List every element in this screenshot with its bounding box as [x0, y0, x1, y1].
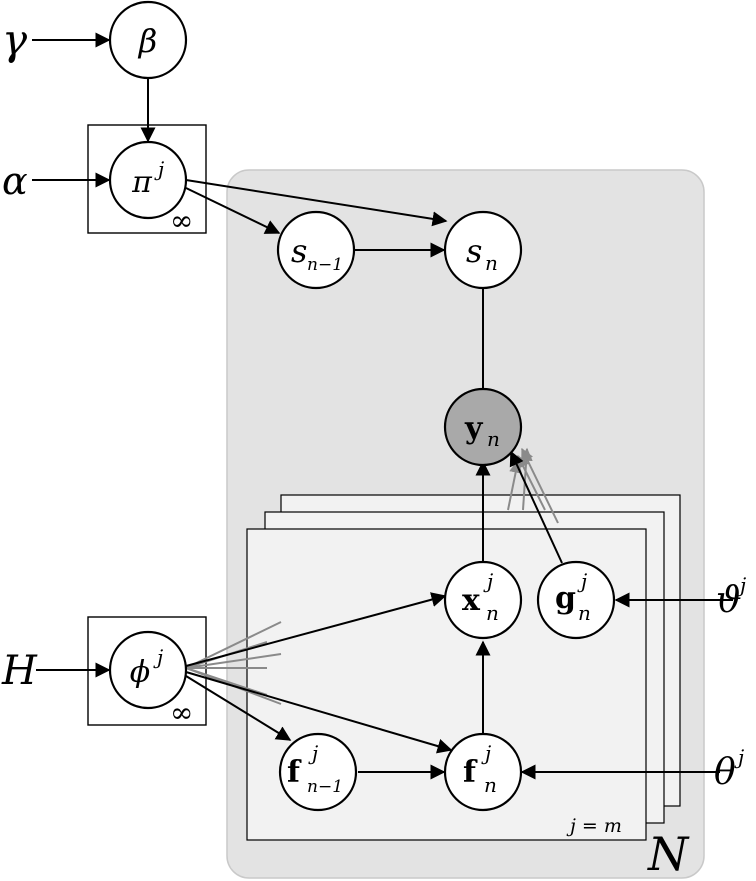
node-x-sup: j — [483, 569, 493, 593]
node-pi-label: π — [131, 165, 153, 200]
plate-j-label: j = m — [566, 815, 622, 837]
node-f-prev-sub: n−1 — [307, 777, 343, 797]
edges — [32, 32, 733, 780]
node-x-label: x — [462, 583, 481, 618]
node-g-label: g — [555, 581, 576, 616]
plate-pi-infinity-label: ∞ — [170, 204, 193, 237]
vartheta-sup: j — [736, 573, 746, 597]
node-phi: ϕ j — [108, 630, 188, 710]
node-s-prev: s n−1 — [276, 210, 356, 290]
node-s: s n — [443, 210, 523, 290]
node-f-sup: j — [481, 741, 491, 765]
node-pi-sup: j — [154, 157, 164, 181]
node-g: g j n — [536, 560, 616, 640]
node-s-prev-label: s — [291, 232, 307, 270]
node-x: x j n — [443, 560, 523, 640]
gamma-symbol: γ — [2, 15, 28, 64]
node-f-prev: f j n−1 — [278, 732, 358, 812]
node-f: f j n — [443, 732, 523, 812]
node-beta: β — [108, 0, 188, 80]
node-y: y n — [443, 387, 523, 467]
node-f-prev-sup: j — [308, 741, 318, 765]
node-pi: π j — [108, 140, 188, 220]
node-g-sup: j — [577, 569, 587, 593]
plate-N-label: N — [647, 827, 690, 881]
node-g-sub: n — [578, 601, 591, 625]
node-y-label: y — [464, 411, 484, 446]
plate-phi-infinity-label: ∞ — [170, 696, 193, 729]
H-symbol: H — [1, 648, 38, 694]
node-x-sub: n — [486, 601, 499, 625]
node-phi-label: ϕ — [130, 655, 150, 690]
node-f-sub: n — [484, 773, 497, 797]
node-f-label: f — [463, 755, 478, 790]
node-s-prev-sub: n−1 — [307, 255, 343, 275]
theta-symbol: θ — [714, 752, 736, 793]
vartheta-symbol: ϑ — [716, 580, 742, 621]
node-beta-label: β — [138, 22, 158, 60]
node-s-sub: n — [485, 251, 498, 275]
node-s-label: s — [466, 232, 482, 270]
alpha-symbol: α — [2, 159, 28, 203]
theta-sup: j — [734, 745, 744, 769]
node-y-sub: n — [487, 427, 500, 451]
node-f-prev-label: f — [287, 755, 302, 790]
node-phi-sup: j — [153, 645, 163, 669]
